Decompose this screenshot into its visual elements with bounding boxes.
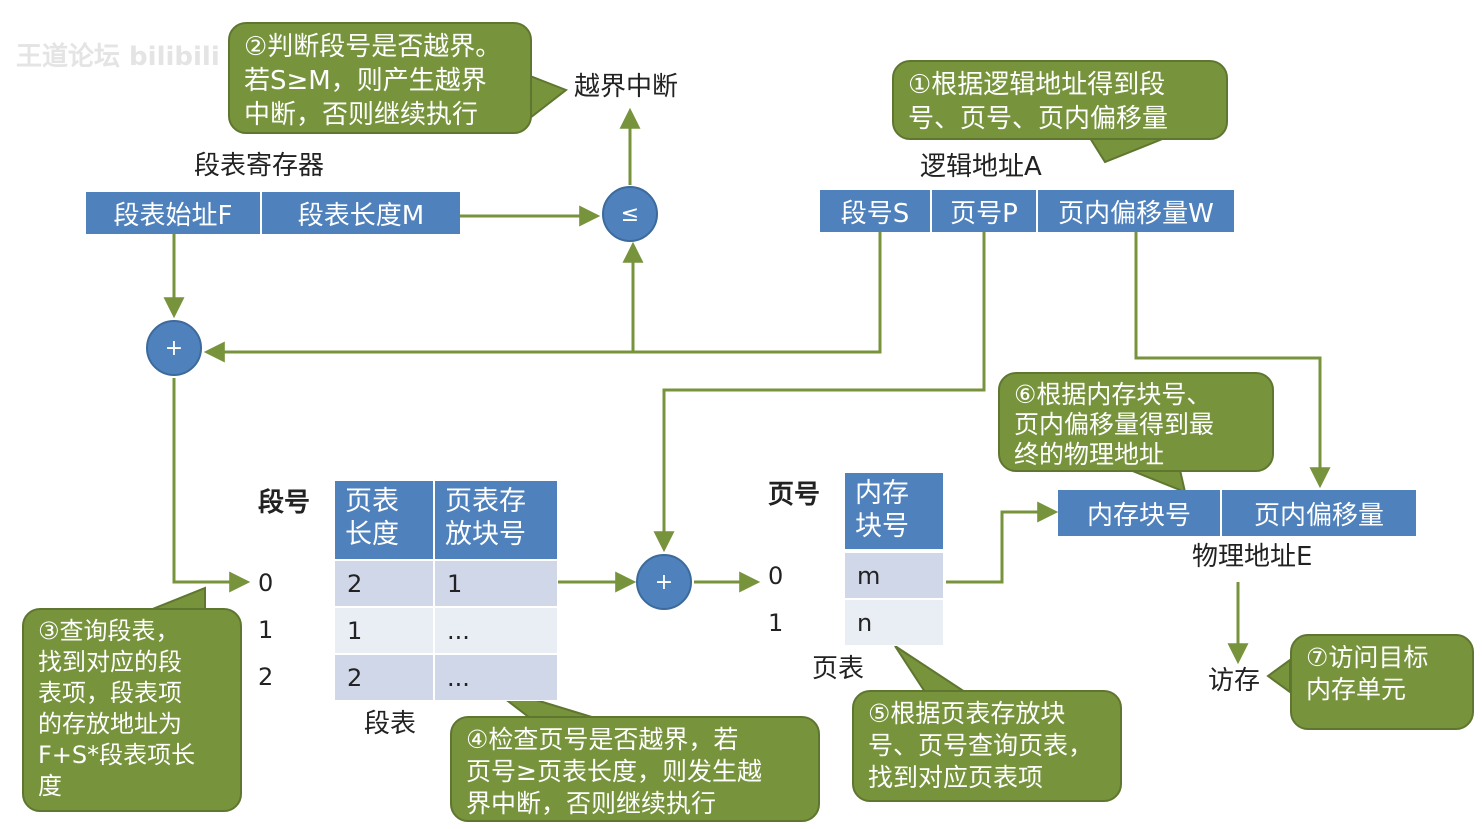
header-block-line-1: 页表存 放块号 <box>445 486 526 550</box>
callout-2-line-1: ②判断段号是否越界。 <box>244 32 502 62</box>
callout-7-tail <box>1266 658 1291 694</box>
page-row-1-value: n <box>844 599 944 646</box>
callout-1-line-1: ①根据逻辑地址得到段 <box>908 70 1166 100</box>
segment-adder-node: + <box>146 320 202 376</box>
segment-row-1-length: 1 <box>334 607 434 654</box>
callout-3-line-3: 表项，段表项 <box>38 679 182 707</box>
callout-2-line-3: 中断，否则继续执行 <box>244 100 479 130</box>
callout-2-line-2: 若S≥M，则产生越界 <box>244 66 487 96</box>
arrow-adder-to-segtable <box>172 378 251 593</box>
memory-access-label: 访存 <box>1208 666 1261 696</box>
segment-table-header-block: 页表存 放块号 <box>434 480 558 560</box>
page-row-index-0: 0 <box>768 562 784 590</box>
segment-table-length-field: 段表长度M <box>262 192 460 234</box>
segment-row-index-2: 2 <box>258 663 274 691</box>
segment-row-0-block: 1 <box>434 560 558 607</box>
callout-4-line-2: 页号≥页表长度，则发生越 <box>466 757 762 786</box>
segment-table-caption: 段表 <box>364 709 417 739</box>
page-index-header: 页号 <box>768 480 821 510</box>
callout-3-line-5: F+S*段表项长 <box>38 741 196 769</box>
logical-seg-field: 段号S <box>820 190 932 232</box>
overflow-interrupt-label: 越界中断 <box>574 72 679 102</box>
callout-step-7: ⑦访问目标 内存单元 <box>1290 634 1474 730</box>
physical-block-field: 内存块号 <box>1058 490 1222 536</box>
callout-1-tail <box>1088 137 1166 164</box>
logical-offset-field: 页内偏移量W <box>1038 190 1234 232</box>
callout-step-5: ⑤根据页表存放块 号、页号查询页表， 找到对应页表项 <box>852 690 1122 802</box>
page-row-0-value: m <box>844 552 944 599</box>
callout-3-line-2: 找到对应的段 <box>38 648 182 676</box>
header-length-line-1: 页表 长度 <box>345 486 399 550</box>
physical-address-title: 物理地址E <box>1192 542 1313 572</box>
segment-row-2-block: ... <box>434 654 558 701</box>
segment-row-index-0: 0 <box>258 569 274 597</box>
callout-3-line-6: 度 <box>38 772 62 800</box>
callout-6-line-1: ⑥根据内存块号、 <box>1014 380 1212 409</box>
physical-offset-field: 页内偏移量 <box>1222 490 1416 536</box>
logical-page-field: 页号P <box>932 190 1038 232</box>
callout-6-line-2: 页内偏移量得到最 <box>1014 410 1215 439</box>
page-table-header-text: 内存 块号 <box>855 478 909 542</box>
page-adder-node: + <box>636 554 692 610</box>
arrow-seg-to-adder <box>203 232 882 363</box>
callout-step-6: ⑥根据内存块号、 页内偏移量得到最 终的物理地址 <box>998 372 1274 472</box>
segment-register-title: 段表寄存器 <box>194 151 325 181</box>
arrow-page-to-adder <box>653 232 986 553</box>
segment-row-2-length: 2 <box>334 654 434 701</box>
segment-index-header: 段号 <box>258 488 311 518</box>
arrow-pagetable-to-physical <box>946 501 1059 584</box>
callout-4-line-3: 界中断，否则继续执行 <box>466 789 717 818</box>
callout-3-line-1: ③查询段表， <box>38 617 180 645</box>
callout-5-line-1: ⑤根据页表存放块 <box>868 699 1066 728</box>
callout-2-tail <box>529 74 569 121</box>
page-table-header: 内存 块号 <box>844 472 944 550</box>
compare-node: ≤ <box>602 186 658 242</box>
watermark: 王道论坛 bilibili <box>16 42 220 72</box>
segment-table-header-length: 页表 长度 <box>334 480 434 560</box>
segment-table-start-field: 段表始址F <box>86 192 262 234</box>
callout-3-tail <box>149 586 206 611</box>
arrow-offset-to-physical <box>1134 232 1331 489</box>
callout-step-3: ③查询段表， 找到对应的段 表项，段表项 的存放地址为 F+S*段表项长 度 <box>22 608 242 812</box>
callout-5-tail <box>894 645 969 693</box>
page-table-caption: 页表 <box>812 654 865 684</box>
callout-3-line-4: 的存放地址为 <box>38 710 182 738</box>
callout-step-1: ①根据逻辑地址得到段 号、页号、页内偏移量 <box>892 60 1228 140</box>
callout-7-line-2: 内存单元 <box>1306 675 1407 704</box>
segment-row-1-block: ... <box>434 607 558 654</box>
logical-address-title: 逻辑地址A <box>920 152 1042 182</box>
callout-4-line-1: ④检查页号是否越界，若 <box>466 725 739 754</box>
page-row-index-1: 1 <box>768 609 784 637</box>
segment-row-0-length: 2 <box>334 560 434 607</box>
callout-5-line-3: 找到对应页表项 <box>868 763 1044 792</box>
callout-step-2: ②判断段号是否越界。 若S≥M，则产生越界 中断，否则继续执行 <box>228 22 532 134</box>
callout-step-4: ④检查页号是否越界，若 页号≥页表长度，则发生越 界中断，否则继续执行 <box>450 716 820 822</box>
callout-6-tail <box>1129 469 1187 494</box>
callout-5-line-2: 号、页号查询页表， <box>868 731 1094 760</box>
segment-row-index-1: 1 <box>258 616 274 644</box>
callout-6-line-3: 终的物理地址 <box>1014 440 1165 469</box>
callout-7-line-1: ⑦访问目标 <box>1306 643 1429 672</box>
callout-1-line-2: 号、页号、页内偏移量 <box>908 104 1169 134</box>
